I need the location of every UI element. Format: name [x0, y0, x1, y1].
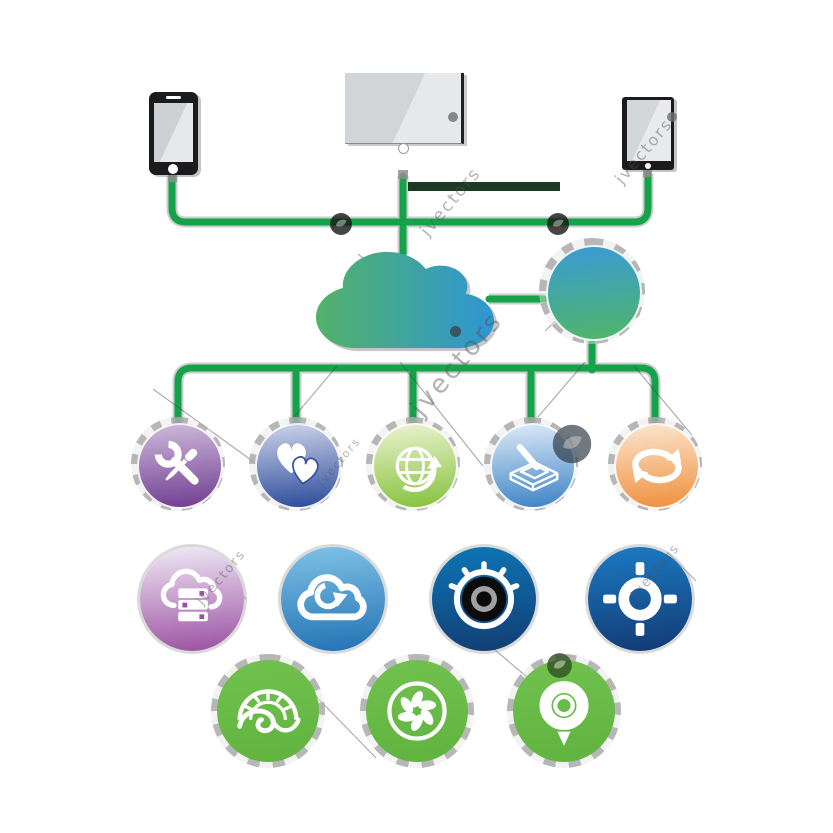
phone-connector-cap [168, 175, 177, 182]
monitor-power-dot [398, 143, 409, 154]
watermark-logo-icon [547, 213, 569, 235]
watermark-logo-icon [330, 213, 352, 235]
tablet-connector-cap [643, 170, 652, 177]
globe-arrow-icon [395, 446, 443, 493]
hub-circle [546, 245, 642, 341]
dark-green-band [408, 182, 560, 191]
tablet-screen [627, 100, 671, 161]
tools-icon [154, 440, 199, 485]
phone-home-button [168, 164, 178, 174]
service-node-favorites [255, 423, 341, 509]
watermark-logo-icon [552, 424, 592, 464]
hearts-icon [277, 443, 319, 485]
phone-screen [154, 103, 193, 162]
watermark-dot [448, 112, 458, 122]
service-node-web [372, 423, 458, 509]
cloud-download-icon [297, 574, 367, 621]
service-node-shell [217, 660, 319, 762]
service-node-cloud-storage [140, 547, 244, 651]
webcam-icon [448, 561, 520, 630]
service-node-webcam [432, 547, 536, 651]
tablet-home-button [645, 163, 651, 169]
cloud-server-icon [160, 568, 223, 622]
service-node-fan [366, 660, 468, 762]
service-node-tools [137, 423, 223, 509]
sync-arrows-icon [632, 448, 682, 484]
phone-speaker-slit [166, 96, 181, 99]
tablet [622, 97, 674, 170]
smartphone [149, 92, 198, 175]
shell-spiral-icon [237, 689, 301, 734]
watermark-dot [667, 112, 677, 122]
crosshair-icon [603, 562, 677, 636]
watermark-logo-icon [547, 653, 572, 678]
service-node-sync [614, 423, 700, 509]
map-pin-icon [539, 681, 589, 746]
service-node-targeting [588, 547, 692, 651]
cloud [316, 245, 494, 355]
desktop-monitor [345, 73, 464, 144]
fan-icon [387, 681, 447, 741]
box-stylus-icon [509, 444, 559, 492]
monitor-connector-cap [398, 170, 408, 179]
watermark-dot [450, 326, 461, 337]
service-node-cloud-sync [281, 547, 385, 651]
